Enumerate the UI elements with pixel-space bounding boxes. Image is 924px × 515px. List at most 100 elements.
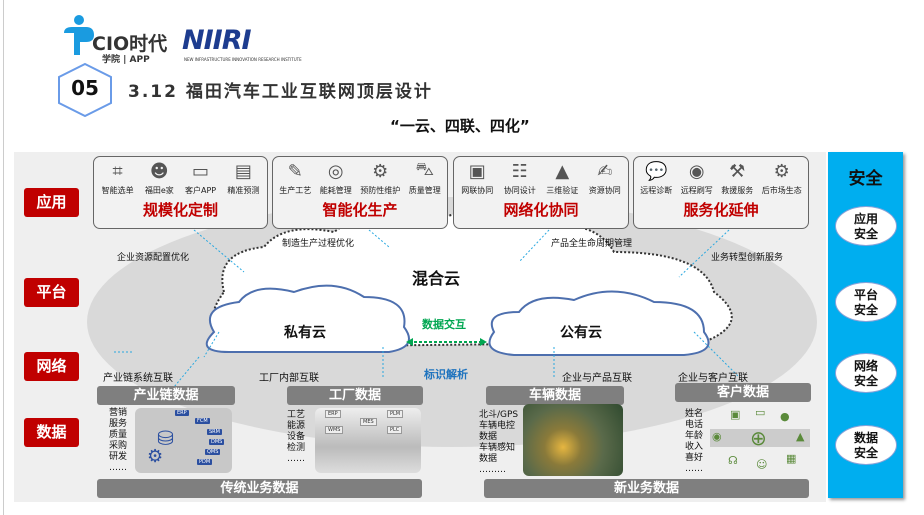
layer-label-application: 应用 [24,188,79,217]
people-icon: ☷ [511,160,528,182]
app-item-label: 智能选单 [101,186,134,195]
tag: QMS [205,449,221,455]
security-title: 安全 [848,169,883,189]
network-chain-label: 产业链系统互联 [103,373,173,384]
slide-edge [3,0,4,515]
app-item[interactable]: ☷ 协同设计 [504,161,536,196]
app-box-customization: ⌗智能选单 ☻福田e家 ▭客户APP ▤精准预测 规模化定制 [93,156,268,229]
vehicle-data-list: 北斗/GPS 车辆电控 数据 车辆感知 数据 ……… [479,410,519,475]
app-item[interactable]: ▤ 精准预测 [227,161,259,196]
cio-logo-text: CIO时代 [92,33,168,55]
network-product-label: 企业与产品互联 [562,373,632,384]
app-item-label: 协同设计 [503,186,536,195]
tag: ERP [325,410,341,418]
app-item[interactable]: ▭客户APP [185,161,216,196]
app-item-label: 资源协同 [588,186,621,195]
app-item[interactable]: ◉远程刷写 [681,161,713,196]
cio-logo-icon [64,15,94,55]
laptop-icon: ▭ [755,406,766,419]
app-item-label: 质量管理 [408,186,441,195]
chat-icon: 💬 [645,160,668,182]
gear-icon: ⚙ [147,446,164,467]
app-item[interactable]: ⚒ 救援服务 [721,161,753,196]
factory-data-header: 工厂数据 [287,386,423,405]
app-item-label: 三维验证 [546,186,579,195]
channel-band [710,429,810,447]
customer-channels-diagram: ⊕ ▣ ▭ ● ◉ ▲ ☊ ☺ ▦ [710,404,810,472]
teacher-icon: ✎ [287,160,303,182]
niiri-logo-subtext: NEW INFRASTRUCTURE INNOVATION RESEARCH I… [184,57,302,62]
app-item-label: 救援服务 [721,186,754,195]
chain-data-list: 营销 服务 质量 采购 研发 …… [109,408,128,473]
bus-icon: ▣ [468,160,486,182]
security-label: 平台 [853,288,878,302]
gears-icon: ⚙ [773,160,790,182]
app-item[interactable]: ☻福田e家 [145,161,174,196]
note-service: 业务转型创新服务 [711,253,784,263]
app-item-label: 网联协同 [461,186,494,195]
private-cloud-label: 私有云 [284,325,326,341]
security-network: 网络安全 [835,353,897,393]
niiri-logo-text: NIIRI [182,25,252,56]
app-item-label: 生产工艺 [279,186,312,195]
customer-data-list: 姓名 电话 年龄 收入 喜好 …… [685,409,704,474]
database-icon: ⛁ [157,426,174,450]
security-application: 应用安全 [835,206,897,246]
security-data: 数据安全 [835,425,897,465]
security-label: 数据 [853,431,878,445]
private-cloud [205,284,410,353]
cio-logo-subtext: 学院 | APP [102,55,150,65]
app-item-label: 远程刷写 [680,186,713,195]
app-item-label: 后市场生态 [761,186,802,195]
app-item[interactable]: ✍ 资源协同 [589,161,621,196]
niiri-logo: NIIRI NEW INFRASTRUCTURE INNOVATION RESE… [182,25,302,62]
connector-lines [114,229,740,388]
app-item[interactable]: ⌗智能选单 [102,161,134,196]
note-erp: 企业资源配置优化 [117,253,190,263]
public-cloud [488,290,710,356]
chain-data-header: 产业链数据 [97,386,235,405]
factory-data-list: 工艺 能源 设备 检测 …… [287,410,306,464]
app-item[interactable]: ▣ 网联协同 [461,161,493,196]
app-item[interactable]: 💬远程诊断 [640,161,672,196]
app-item[interactable]: ⛍ 质量管理 [408,159,441,196]
app-item[interactable]: ▲ 三维验证 [546,161,578,196]
tag: ERP [175,410,189,416]
factory-data-diagram: ERP MES PLM WMS PLC [315,408,421,473]
note-manufacturing: 制造生产过程优化 [282,239,355,249]
app-item[interactable]: ⚙ 后市场生态 [762,161,802,196]
security-label: 安全 [853,446,878,460]
app-item-label: 精准预测 [227,186,260,195]
customer-data-header: 客户数据 [675,383,811,402]
network-customer-label: 企业与客户互联 [678,373,748,384]
chain-data-diagram: ERP FCM SRM DMS QMS PDM ⛁ ⚙ [135,408,232,473]
tag: SRM [207,429,222,435]
security-label: 网络 [853,359,878,373]
app-item-label: 能耗管理 [319,186,352,195]
qr-icon: ▦ [786,452,797,465]
rescue-icon: ⚒ [729,160,746,182]
hybrid-cloud-label: 混合云 [412,269,461,288]
app-item-label: 福田e家 [144,186,174,195]
app-item[interactable]: ✎ 生产工艺 [279,161,311,196]
tag: FCM [195,418,210,424]
app-item[interactable]: ⚙预防性维护 [360,161,400,196]
car-icon: ⛍ [415,159,435,180]
weibo-icon: ◉ [712,430,722,443]
presentation-icon: ▤ [234,160,252,182]
monitor-icon: ▭ [192,160,210,182]
sign-icon: ✍ [597,160,613,182]
security-label: 应用 [853,212,878,226]
android-icon: ▲ [796,430,805,443]
cloud-diagram [87,197,817,447]
globe-icon: ⊕ [750,426,767,450]
new-data-bar: 新业务数据 [484,479,809,498]
headset-icon: ☊ [728,454,738,467]
security-label: 安全 [853,303,878,317]
road-icon: ▲ [555,160,570,182]
section-number: 05 [71,76,99,100]
vehicle-data-header: 车辆数据 [486,386,624,405]
app-item-label: 预防性维护 [360,186,401,195]
app-item[interactable]: ◎能耗管理 [320,161,352,196]
layer-label-data: 数据 [24,418,79,447]
